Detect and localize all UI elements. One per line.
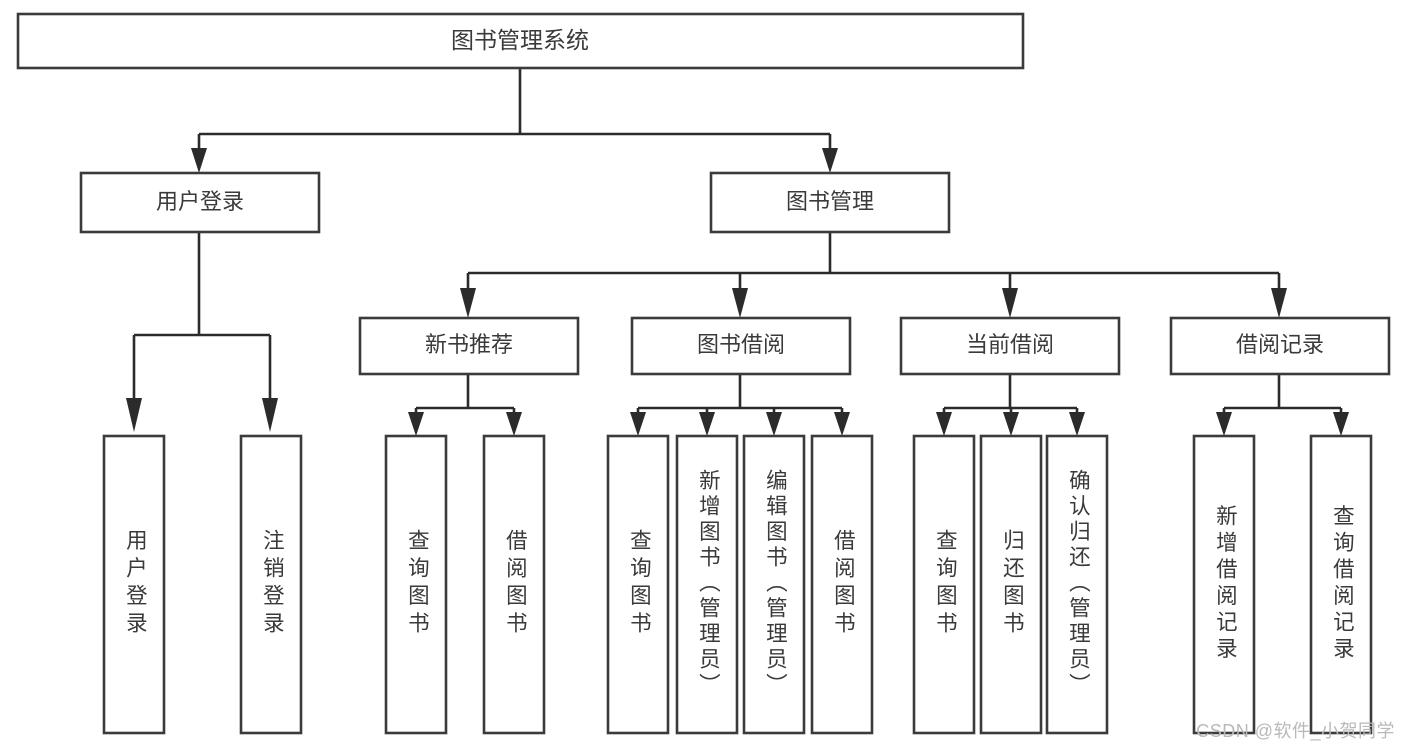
arrow-to-new-book-recommend xyxy=(460,288,476,318)
arrow-nbr-leaf-1 xyxy=(408,412,424,436)
leaf-confirm-return[interactable]: 确认归还（管理员） xyxy=(1045,434,1109,735)
leaf-query-book-1[interactable]: 查询图书 xyxy=(384,434,448,735)
node-book-borrow-label: 图书借阅 xyxy=(697,332,785,357)
node-borrow-record-box[interactable] xyxy=(1169,316,1391,376)
leaf-add-book-box[interactable] xyxy=(675,434,739,735)
leaf-query-record-box[interactable] xyxy=(1309,434,1373,735)
node-book-borrow-box[interactable] xyxy=(630,316,852,376)
arrow-to-book-borrow xyxy=(732,288,748,318)
leaf-add-record[interactable]: 新增借阅记录 xyxy=(1192,434,1256,735)
arrow-cb-leaf-3 xyxy=(1069,412,1085,436)
leaf-confirm-return-box[interactable] xyxy=(1045,434,1109,735)
leaf-borrow-book-2-label: 借阅图书 xyxy=(831,529,855,639)
leaf-edit-book-label: 编辑图书（管理员） xyxy=(763,469,787,699)
connector-group xyxy=(126,68,1349,436)
arrow-to-user-login xyxy=(191,148,207,173)
leaf-user-login-label: 用户登录 xyxy=(123,529,147,639)
leaf-query-book-2-box[interactable] xyxy=(606,434,670,735)
arrow-br-leaf-1 xyxy=(1216,412,1232,436)
node-new-book-recommend-label: 新书推荐 xyxy=(425,332,513,357)
arrow-to-leaf-logout-login xyxy=(262,398,278,432)
node-current-borrow[interactable]: 当前借阅 xyxy=(899,316,1121,376)
leaf-add-record-box[interactable] xyxy=(1192,434,1256,735)
node-book-manage-box[interactable] xyxy=(709,171,951,234)
arrow-to-leaf-user-login xyxy=(126,398,142,432)
leaf-query-book-1-box[interactable] xyxy=(384,434,448,735)
leaf-confirm-return-label: 确认归还（管理员） xyxy=(1066,469,1090,699)
leaf-borrow-book-1-box[interactable] xyxy=(482,434,546,735)
leaf-query-book-2[interactable]: 查询图书 xyxy=(606,434,670,735)
leaf-borrow-book-1[interactable]: 借阅图书 xyxy=(482,434,546,735)
node-root-box[interactable] xyxy=(16,12,1025,70)
node-new-book-recommend-box[interactable] xyxy=(358,316,580,376)
leaf-query-book-3[interactable]: 查询图书 xyxy=(912,434,976,735)
arrow-bb-leaf-3 xyxy=(766,412,782,436)
leaf-query-book-1-label: 查询图书 xyxy=(405,529,429,639)
arrow-to-book-manage xyxy=(822,148,838,173)
leaf-add-record-label: 新增借阅记录 xyxy=(1213,504,1237,663)
node-user-login-box[interactable] xyxy=(79,171,321,234)
leaf-query-record[interactable]: 查询借阅记录 xyxy=(1309,434,1373,735)
node-root-label: 图书管理系统 xyxy=(451,27,589,53)
node-root[interactable]: 图书管理系统 xyxy=(16,12,1025,70)
leaf-user-login-box[interactable] xyxy=(102,434,166,735)
leaf-logout-login-box[interactable] xyxy=(239,434,303,735)
arrow-bb-leaf-4 xyxy=(834,412,850,436)
arrow-to-borrow-record xyxy=(1271,288,1287,318)
node-book-borrow[interactable]: 图书借阅 xyxy=(630,316,852,376)
node-new-book-recommend[interactable]: 新书推荐 xyxy=(358,316,580,376)
leaf-borrow-book-2[interactable]: 借阅图书 xyxy=(810,434,874,735)
leaf-query-book-3-box[interactable] xyxy=(912,434,976,735)
leaf-edit-book[interactable]: 编辑图书（管理员） xyxy=(742,434,806,735)
leaf-return-book-box[interactable] xyxy=(979,434,1043,735)
leaf-return-book[interactable]: 归还图书 xyxy=(979,434,1043,735)
leaf-query-record-label: 查询借阅记录 xyxy=(1330,504,1354,663)
leaf-query-book-2-label: 查询图书 xyxy=(627,529,651,639)
leaf-return-book-label: 归还图书 xyxy=(1000,529,1024,639)
node-user-login-label: 用户登录 xyxy=(156,189,244,214)
node-user-login[interactable]: 用户登录 xyxy=(79,171,321,234)
arrow-nbr-leaf-2 xyxy=(506,412,522,436)
node-current-borrow-label: 当前借阅 xyxy=(966,332,1054,357)
node-borrow-record-label: 借阅记录 xyxy=(1236,332,1324,357)
leaf-add-book[interactable]: 新增图书（管理员） xyxy=(675,434,739,735)
node-book-manage[interactable]: 图书管理 xyxy=(709,171,951,234)
node-borrow-record[interactable]: 借阅记录 xyxy=(1169,316,1391,376)
leaf-edit-book-box[interactable] xyxy=(742,434,806,735)
leaf-query-book-3-label: 查询图书 xyxy=(933,529,957,639)
node-book-manage-label: 图书管理 xyxy=(786,189,874,214)
leaf-borrow-book-2-box[interactable] xyxy=(810,434,874,735)
node-current-borrow-box[interactable] xyxy=(899,316,1121,376)
leaf-add-book-label: 新增图书（管理员） xyxy=(696,469,720,699)
leaf-logout-login[interactable]: 注销登录 xyxy=(239,434,303,735)
arrow-bb-leaf-1 xyxy=(630,412,646,436)
arrow-br-leaf-2 xyxy=(1333,412,1349,436)
arrow-cb-leaf-2 xyxy=(1003,412,1019,436)
arrow-bb-leaf-2 xyxy=(699,412,715,436)
leaf-user-login[interactable]: 用户登录 xyxy=(102,434,166,735)
leaf-borrow-book-1-label: 借阅图书 xyxy=(503,529,527,639)
leaf-logout-login-label: 注销登录 xyxy=(260,529,284,639)
arrow-to-current-borrow xyxy=(1002,288,1018,318)
arrow-cb-leaf-1 xyxy=(936,412,952,436)
